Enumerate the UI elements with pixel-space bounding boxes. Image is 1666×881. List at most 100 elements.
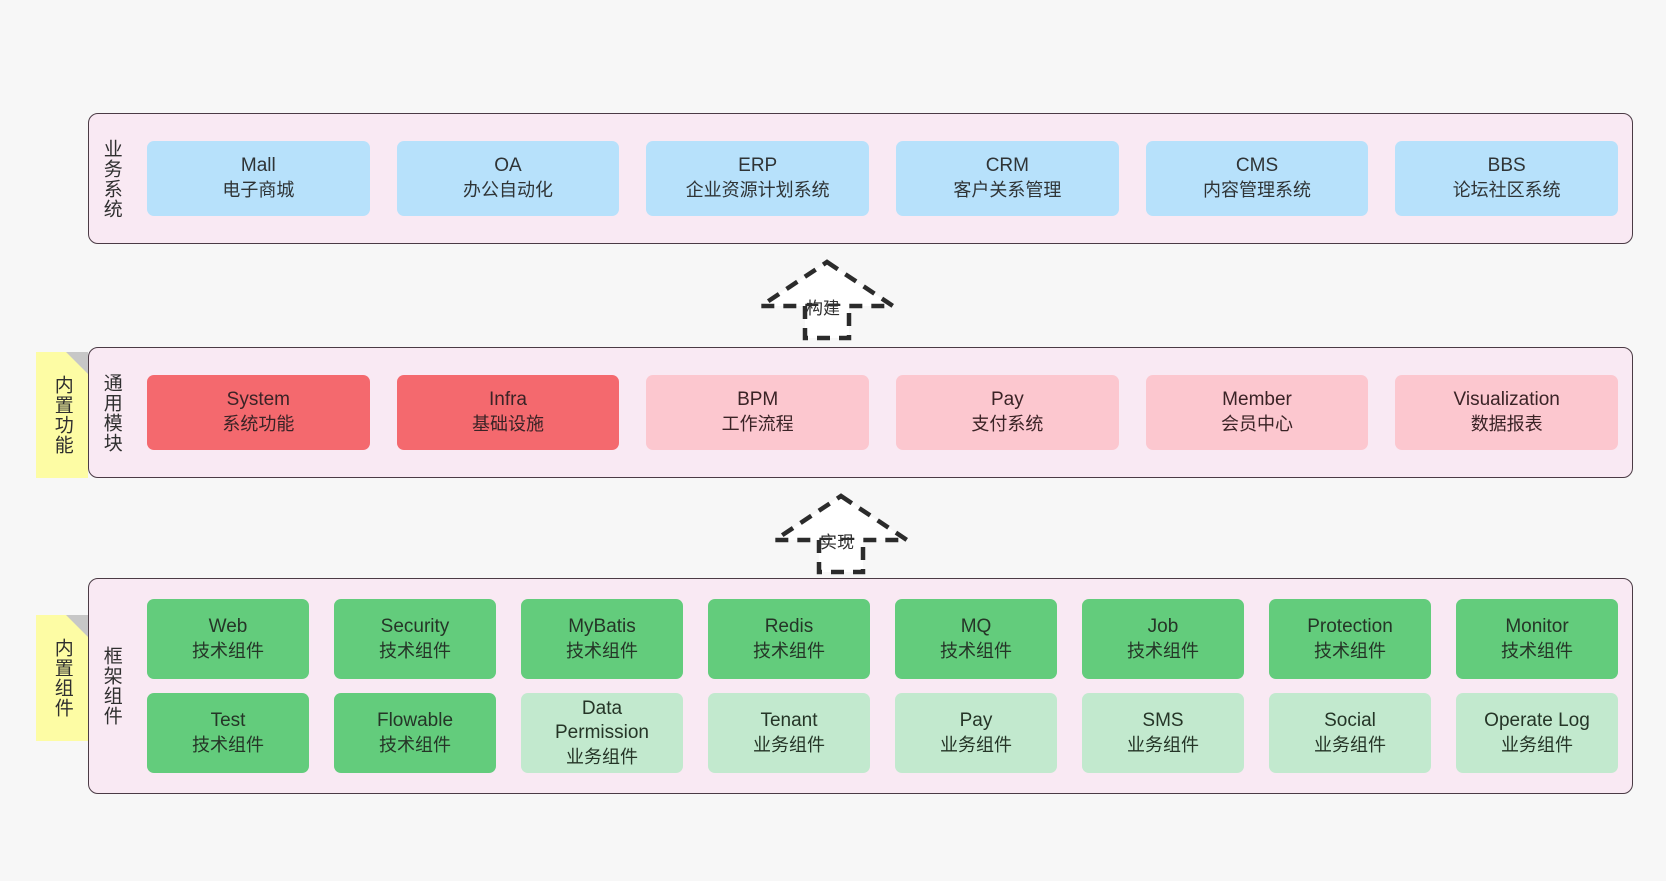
note-fold-corner: [66, 615, 88, 637]
node-data-permission[interactable]: Data Permission 业务组件: [521, 693, 683, 773]
note-builtin-components: 内置组件: [36, 615, 88, 741]
node-operate-log[interactable]: Operate Log 业务组件: [1456, 693, 1618, 773]
node-subtitle: 技术组件: [192, 734, 264, 755]
connector-build-label: 构建: [806, 299, 840, 318]
note-builtin-features: 内置功能: [36, 352, 88, 478]
node-test[interactable]: Test 技术组件: [147, 693, 309, 773]
node-cms[interactable]: CMS 内容管理系统: [1145, 141, 1369, 216]
node-system[interactable]: System 系统功能: [147, 375, 370, 450]
node-subtitle: 业务组件: [566, 747, 638, 767]
note-label: 内置组件: [51, 638, 73, 718]
node-subtitle: 会员中心: [1221, 414, 1294, 435]
layer-business-systems: 业务系统 Mall 电子商城 OA 办公自动化 ERP 企业资源计划系统 CRM…: [88, 113, 1633, 244]
node-title: Security: [380, 615, 450, 637]
node-subtitle: 业务组件: [753, 734, 825, 755]
node-title: Pay: [990, 389, 1024, 411]
node-title: Test: [210, 709, 246, 731]
node-title: Pay: [959, 709, 993, 731]
node-subtitle: 电子商城: [222, 180, 295, 201]
cell-row: Test 技术组件 Flowable 技术组件 Data Permission …: [147, 693, 1618, 773]
node-title: CMS: [1235, 155, 1279, 177]
node-title: Protection: [1307, 615, 1393, 637]
node-title: BBS: [1487, 155, 1526, 177]
node-mall[interactable]: Mall 电子商城: [147, 141, 370, 216]
cell-row: System 系统功能 Infra 基础设施 BPM 工作流程 Pay 支付系统…: [147, 375, 1619, 450]
node-subtitle: 技术组件: [379, 640, 451, 661]
connector-implement-label: 实现: [820, 533, 854, 552]
node-flowable[interactable]: Flowable 技术组件: [334, 693, 496, 773]
node-title: Job: [1147, 615, 1179, 637]
node-title: Member: [1222, 389, 1292, 411]
node-title: Data Permission: [555, 697, 649, 744]
node-pay[interactable]: Pay 支付系统: [896, 375, 1119, 450]
node-subtitle: 客户关系管理: [953, 180, 1062, 201]
node-pay-business[interactable]: Pay 业务组件: [895, 693, 1057, 773]
node-visualization[interactable]: Visualization 数据报表: [1395, 375, 1619, 450]
note-label: 内置功能: [51, 375, 73, 455]
node-redis[interactable]: Redis 技术组件: [708, 599, 870, 679]
node-title: Operate Log: [1484, 709, 1590, 731]
node-security[interactable]: Security 技术组件: [334, 599, 496, 679]
node-subtitle: 内容管理系统: [1203, 180, 1312, 201]
node-subtitle: 业务组件: [940, 734, 1012, 755]
node-subtitle: 技术组件: [1127, 640, 1199, 661]
node-bbs[interactable]: BBS 论坛社区系统: [1395, 141, 1619, 216]
node-crm[interactable]: CRM 客户关系管理: [896, 141, 1119, 216]
layer-common-modules: 通用模块 System 系统功能 Infra 基础设施 BPM 工作流程 Pay…: [88, 347, 1633, 478]
cell-row: Web 技术组件 Security 技术组件 MyBatis 技术组件 Redi…: [147, 599, 1618, 679]
node-oa[interactable]: OA 办公自动化: [396, 141, 620, 216]
node-title: Tenant: [760, 709, 818, 731]
node-title: OA: [494, 155, 522, 177]
node-title: BPM: [737, 389, 779, 411]
node-social[interactable]: Social 业务组件: [1269, 693, 1431, 773]
layer-cells-framework-components: Web 技术组件 Security 技术组件 MyBatis 技术组件 Redi…: [133, 579, 1632, 793]
node-monitor[interactable]: Monitor 技术组件: [1456, 599, 1618, 679]
note-fold-corner: [66, 352, 88, 374]
node-title: Flowable: [376, 709, 454, 731]
node-web[interactable]: Web 技术组件: [147, 599, 309, 679]
node-title: Social: [1324, 709, 1376, 731]
connector-build: 构建: [753, 258, 901, 341]
node-subtitle: 办公自动化: [463, 180, 553, 201]
node-title: MyBatis: [568, 615, 636, 637]
node-infra[interactable]: Infra 基础设施: [396, 375, 620, 450]
node-title: Monitor: [1505, 615, 1569, 637]
node-title: ERP: [738, 155, 778, 177]
node-title: Mall: [240, 155, 276, 177]
node-title: SMS: [1142, 709, 1184, 731]
node-subtitle: 业务组件: [1501, 734, 1573, 755]
node-tenant[interactable]: Tenant 业务组件: [708, 693, 870, 773]
node-title: Visualization: [1453, 389, 1560, 411]
node-sms[interactable]: SMS 业务组件: [1082, 693, 1244, 773]
layer-title-business-systems: 业务系统: [100, 138, 122, 219]
node-subtitle: 技术组件: [753, 640, 825, 661]
layer-cells-common-modules: System 系统功能 Infra 基础设施 BPM 工作流程 Pay 支付系统…: [133, 348, 1632, 477]
node-title: Redis: [764, 615, 814, 637]
node-subtitle: 数据报表: [1470, 414, 1543, 435]
node-title: Web: [208, 615, 248, 637]
layer-title-common-modules: 通用模块: [100, 372, 122, 453]
layer-framework-components: 框架组件 Web 技术组件 Security 技术组件 MyBatis 技术组件…: [88, 578, 1633, 794]
node-subtitle: 企业资源计划系统: [685, 180, 830, 201]
node-mybatis[interactable]: MyBatis 技术组件: [521, 599, 683, 679]
node-subtitle: 业务组件: [1314, 734, 1386, 755]
node-title: Infra: [488, 389, 528, 411]
node-subtitle: 基础设施: [472, 414, 544, 435]
node-subtitle: 支付系统: [971, 414, 1044, 435]
node-title: System: [226, 389, 291, 411]
node-subtitle: 技术组件: [379, 734, 451, 755]
node-job[interactable]: Job 技术组件: [1082, 599, 1244, 679]
node-member[interactable]: Member 会员中心: [1145, 375, 1369, 450]
node-title: MQ: [960, 615, 992, 637]
node-protection[interactable]: Protection 技术组件: [1269, 599, 1431, 679]
node-mq[interactable]: MQ 技术组件: [895, 599, 1057, 679]
node-subtitle: 技术组件: [1501, 640, 1573, 661]
node-title: CRM: [985, 155, 1029, 177]
node-bpm[interactable]: BPM 工作流程: [646, 375, 870, 450]
node-subtitle: 系统功能: [222, 414, 295, 435]
node-subtitle: 工作流程: [721, 414, 794, 435]
node-subtitle: 技术组件: [1314, 640, 1386, 661]
node-subtitle: 技术组件: [192, 640, 264, 661]
node-erp[interactable]: ERP 企业资源计划系统: [646, 141, 870, 216]
